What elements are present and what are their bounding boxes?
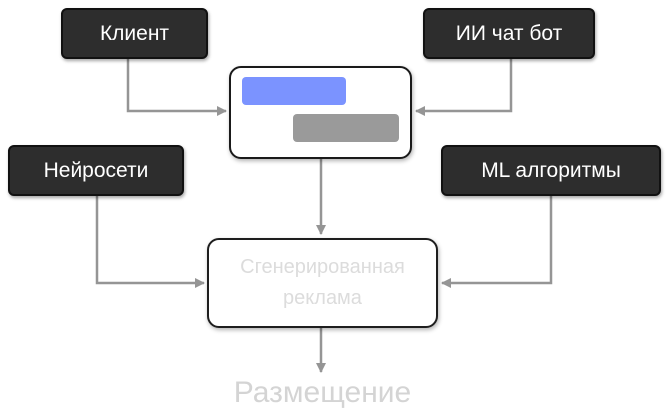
arrow-aibot-to-chat (415, 59, 513, 116)
node-client-label: Клиент (99, 21, 170, 45)
generated-ad-label-line1: Сгенерированная (240, 256, 405, 278)
node-ai-chat-bot-label: ИИ чат бот (455, 21, 563, 45)
arrow-client-to-chat (126, 59, 227, 116)
node-neural-networks: Нейросети (8, 145, 184, 196)
chat-window-icon (229, 66, 412, 159)
bot-message-bubble (293, 114, 399, 142)
node-ml-algorithms: ML алгоритмы (441, 145, 661, 196)
node-placement: Размещение (233, 376, 412, 409)
node-generated-ad: Сгенерированная реклама (207, 238, 438, 328)
node-ai-chat-bot: ИИ чат бот (423, 8, 595, 59)
user-message-bubble (242, 77, 346, 105)
arrow-ml-to-ad (441, 196, 553, 288)
node-client: Клиент (61, 8, 208, 59)
node-ml-algorithms-label: ML алгоритмы (481, 158, 621, 182)
node-neural-networks-label: Нейросети (43, 158, 149, 182)
arrow-neuro-to-ad (95, 196, 205, 288)
generated-ad-label-line2: реклама (283, 287, 362, 309)
